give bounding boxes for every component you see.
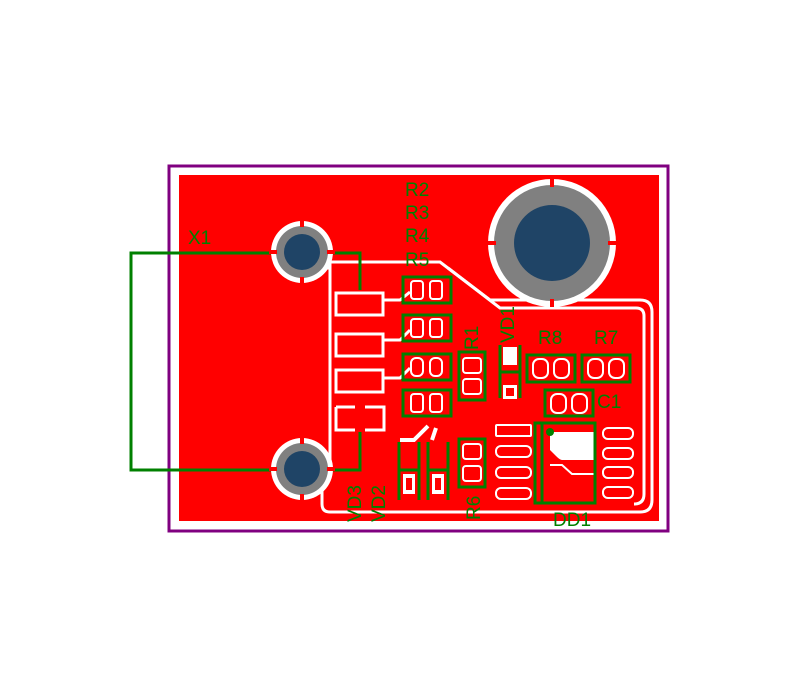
label-r5: R5 bbox=[405, 250, 429, 271]
resistor-r1 bbox=[457, 350, 487, 402]
x1-hole-bottom bbox=[269, 436, 335, 502]
label-vd2: VD2 bbox=[369, 485, 390, 522]
label-vd3: VD3 bbox=[345, 485, 366, 522]
x1-pad-traces bbox=[383, 290, 412, 380]
resistor-r7 bbox=[580, 353, 632, 384]
diode-vd1 bbox=[498, 345, 522, 399]
label-r4: R4 bbox=[405, 226, 430, 247]
label-r8: R8 bbox=[538, 328, 562, 349]
x1-pad-4 bbox=[334, 405, 386, 432]
label-dd1: DD1 bbox=[553, 510, 591, 531]
dd1-right-pads bbox=[602, 427, 634, 499]
label-vd1: VD1 bbox=[498, 306, 519, 343]
label-r3: R3 bbox=[405, 203, 429, 224]
capacitor-c1 bbox=[543, 388, 595, 418]
label-r6: R6 bbox=[464, 496, 485, 520]
x1-pad-3 bbox=[334, 368, 385, 394]
label-r2: R2 bbox=[405, 180, 429, 201]
silkscreen-labels: X1 R2 R3 R4 R5 R1 VD1 R8 R7 C1 VD3 VD2 R… bbox=[188, 180, 621, 531]
label-x1: X1 bbox=[188, 228, 211, 249]
x1-hole-top bbox=[269, 219, 335, 285]
diode-vd3 bbox=[397, 424, 430, 500]
label-c1: C1 bbox=[597, 392, 621, 413]
dd1-left-pads bbox=[495, 424, 532, 500]
resistor-stack-r2-r5 bbox=[401, 275, 453, 418]
x1-pad-2 bbox=[334, 332, 385, 358]
ic-dd1 bbox=[533, 421, 597, 505]
mounting-hole-large bbox=[488, 179, 616, 307]
x1-silkscreen bbox=[129, 251, 362, 472]
x1-pad-1 bbox=[334, 291, 385, 317]
x1-pads bbox=[334, 291, 386, 432]
label-r7: R7 bbox=[594, 328, 618, 349]
resistor-r8 bbox=[525, 353, 577, 384]
label-r1: R1 bbox=[462, 326, 483, 350]
circuit-clearance-outline bbox=[320, 260, 654, 514]
diode-vd2 bbox=[426, 427, 450, 500]
resistor-r6 bbox=[457, 437, 487, 489]
